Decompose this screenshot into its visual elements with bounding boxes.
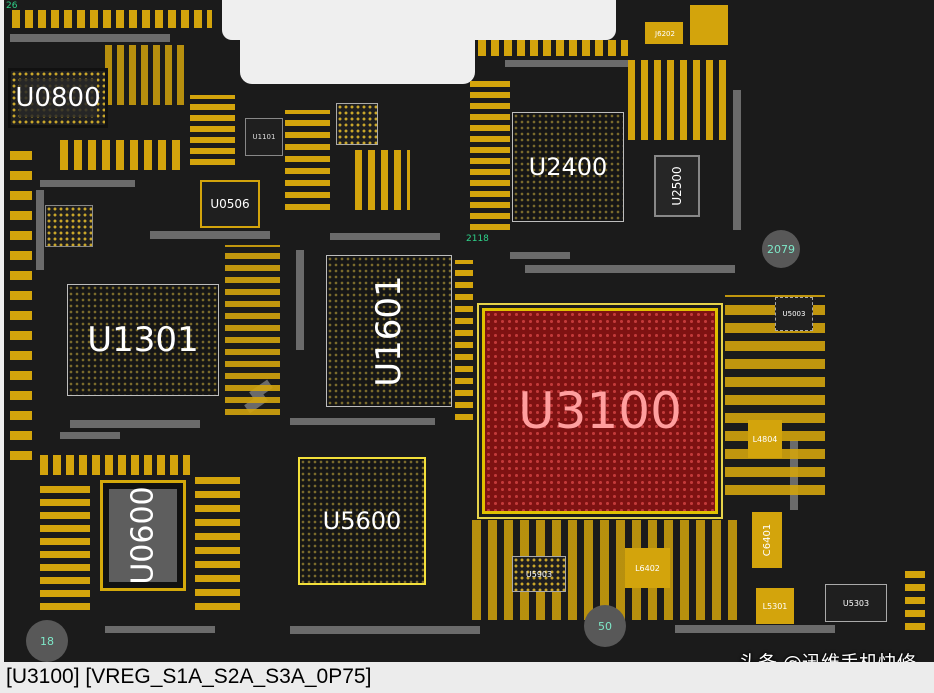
test-point-label: 2079 [767, 242, 795, 256]
pad-cluster [60, 140, 180, 170]
chip-label: U0506 [210, 197, 250, 211]
status-bar-text: [U3100] [VREG_S1A_S2A_S3A_0P75] [6, 665, 372, 688]
chip-u0600[interactable]: U0600 [100, 480, 186, 591]
chip-u0800[interactable]: U0800 [8, 68, 108, 128]
pad-cluster [40, 480, 90, 610]
trace [525, 265, 735, 273]
pad-cluster [645, 22, 683, 44]
trace [10, 34, 170, 42]
trace [105, 626, 215, 633]
pad-cluster [105, 45, 185, 105]
test-point-26: 26 [6, 1, 18, 11]
trace [505, 60, 635, 67]
chip-u2500[interactable]: U2500 [654, 155, 700, 217]
pad-cluster [285, 110, 330, 210]
chip-u0506[interactable]: U0506 [200, 180, 260, 228]
pad-cluster [190, 95, 235, 165]
test-point-18[interactable]: 18 [26, 620, 68, 662]
chip-label: C6401 [761, 523, 773, 557]
chip-label: U2500 [670, 166, 684, 206]
trace [60, 432, 120, 439]
chip-label: J6202 [655, 30, 675, 38]
pad-cluster [478, 40, 628, 56]
chip-u2400[interactable]: U2400 [512, 112, 624, 222]
trace [40, 180, 135, 187]
chip-label: U5903 [525, 569, 553, 579]
trace [290, 418, 435, 425]
pcb-board-view[interactable]: U0800 U1101 U0506 U2400 U2500 U1301 U160… [0, 0, 934, 662]
trace [510, 252, 570, 259]
test-point-label: 50 [598, 619, 612, 633]
chip-label: L4804 [752, 434, 778, 444]
pad-cluster [225, 245, 280, 415]
pad-cluster [690, 5, 728, 45]
chip-label: L6402 [635, 563, 660, 573]
chip-l5301[interactable]: L5301 [756, 588, 794, 624]
test-point-2079[interactable]: 2079 [762, 230, 800, 268]
pad-cluster [12, 10, 212, 28]
pad-cluster [195, 470, 240, 610]
trace [330, 233, 440, 240]
pad-cluster [455, 260, 473, 420]
chip-label: L5301 [762, 601, 788, 611]
pad-cluster [905, 570, 925, 630]
board-cutout [222, 0, 616, 40]
watermark: 头条 @迅维手机快修 [739, 648, 916, 662]
trace [290, 626, 480, 634]
chip-label: U5303 [842, 598, 870, 608]
chip-c6401[interactable]: C6401 [752, 512, 782, 568]
trace [675, 625, 835, 633]
trace [733, 90, 741, 230]
pad-cluster [628, 60, 728, 140]
chip-u5903[interactable]: U5903 [512, 556, 566, 592]
pad-cluster [10, 140, 32, 460]
chip-label: U1301 [87, 320, 199, 360]
chip-label: U5003 [782, 310, 806, 318]
chip-u1601[interactable]: U1601 [326, 255, 452, 407]
trace [150, 231, 270, 239]
chip-u1101[interactable]: U1101 [245, 118, 283, 156]
chip-label: U5600 [322, 507, 402, 535]
chip-u5003[interactable]: U5003 [775, 297, 813, 331]
trace [36, 190, 44, 270]
pad-cluster [40, 455, 190, 475]
chip-l4804[interactable]: L4804 [748, 420, 782, 458]
chip-label: U0800 [15, 79, 101, 117]
board-cutout [0, 0, 4, 662]
test-point-50[interactable]: 50 [584, 605, 626, 647]
board-cutout [240, 40, 475, 84]
chip-label: U3100 [518, 382, 682, 440]
chip-j6202[interactable]: J6202 [650, 24, 680, 44]
trace [70, 420, 200, 428]
chip-label: U0600 [125, 486, 161, 585]
chip-u3100[interactable]: U3100 [477, 303, 723, 519]
chip-label: U1601 [369, 275, 409, 387]
chip-u5303[interactable]: U5303 [825, 584, 887, 622]
chip-unnamed[interactable] [45, 205, 93, 247]
chip-label: U1101 [252, 133, 276, 141]
chip-unnamed[interactable] [336, 103, 378, 145]
pad-cluster [355, 150, 410, 210]
trace [296, 250, 304, 350]
chip-u1301[interactable]: U1301 [67, 284, 219, 396]
chip-u5600[interactable]: U5600 [298, 457, 426, 585]
test-point-label: 18 [40, 634, 54, 648]
test-point-2118: 2118 [466, 234, 489, 244]
pad-cluster [470, 80, 510, 230]
chip-l6402[interactable]: L6402 [625, 548, 670, 588]
chip-label: U2400 [528, 153, 608, 181]
